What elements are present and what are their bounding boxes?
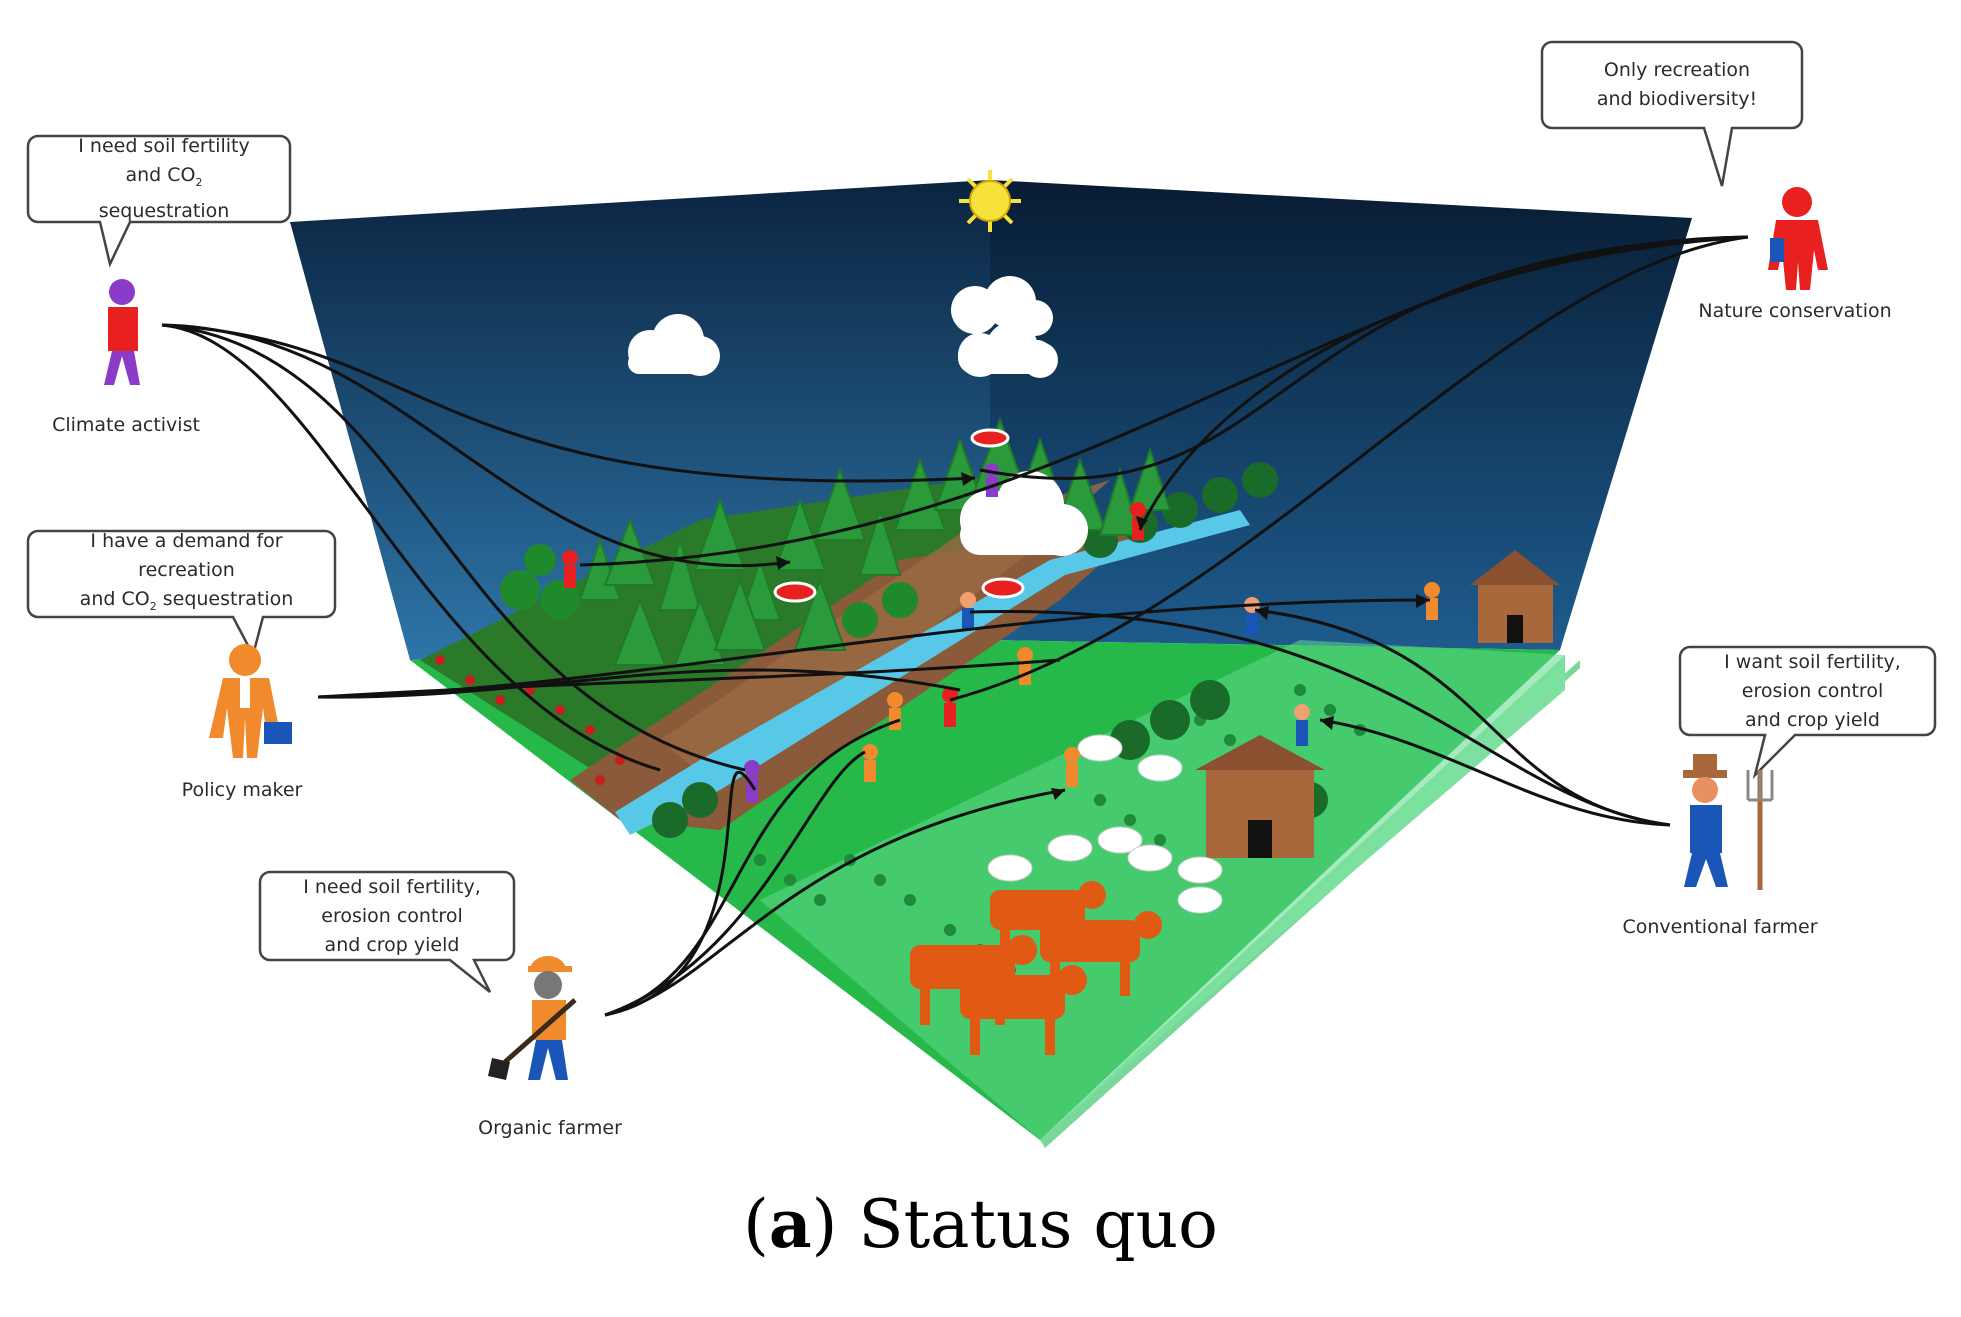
barn-icon [1195, 735, 1325, 858]
bubble-nature [1540, 40, 1804, 187]
climate-activist-speech: I need soil fertility and CO2 sequestrat… [78, 135, 250, 222]
nature-conservation-figure [1768, 187, 1828, 290]
life-ring-icons [773, 428, 1025, 603]
conventional-farmer-figure [1683, 754, 1774, 890]
nature-conservation-speech: Only recreation and biodiversity! [1596, 59, 1758, 110]
speech-bubble-shapes [26, 40, 1937, 993]
scene-people [562, 463, 1440, 802]
cloud-icon [951, 276, 1058, 378]
figure-caption: (a) Status quo [743, 1185, 1218, 1263]
cow-group [910, 881, 1162, 1055]
organic-farmer-label: Organic farmer [478, 1117, 622, 1139]
hedge-row [652, 462, 1328, 838]
sun-icon [959, 170, 1021, 232]
caption-letter: a [768, 1185, 812, 1263]
organic-farmer-speech: I need soil fertility, erosion control a… [303, 875, 481, 956]
climate-activist-figure [104, 279, 140, 385]
arrow-heads [776, 472, 1430, 800]
sheep-group [987, 734, 1223, 914]
bubble-organic [258, 870, 516, 993]
policy-maker-speech: I have a demand for recreation and CO2 s… [79, 530, 294, 613]
climate-activist-label: Climate activist [52, 414, 200, 436]
dirt-path-2 [660, 480, 1110, 790]
organic-farmer-figure [488, 956, 577, 1080]
ground-light-region [760, 640, 1565, 1140]
bubble-conventional [1678, 645, 1937, 780]
connection-arrows [161, 235, 1749, 1017]
river [615, 510, 1250, 835]
cloud-icon [960, 471, 1088, 556]
barn-icon [1470, 550, 1560, 643]
bubble-policy [26, 529, 337, 659]
cloud-icon [628, 314, 720, 376]
forest-round-trees [500, 544, 918, 638]
conventional-farmer-label: Conventional farmer [1622, 916, 1818, 938]
policy-maker-figure [209, 644, 292, 758]
nature-conservation-label: Nature conservation [1698, 300, 1892, 322]
bubble-climate [26, 134, 292, 268]
conventional-farmer-speech: I want soil fertility, erosion control a… [1724, 650, 1901, 731]
policy-maker-label: Policy maker [181, 779, 303, 801]
sky-right-wall [990, 180, 1692, 650]
caption-text: Status quo [837, 1186, 1218, 1263]
